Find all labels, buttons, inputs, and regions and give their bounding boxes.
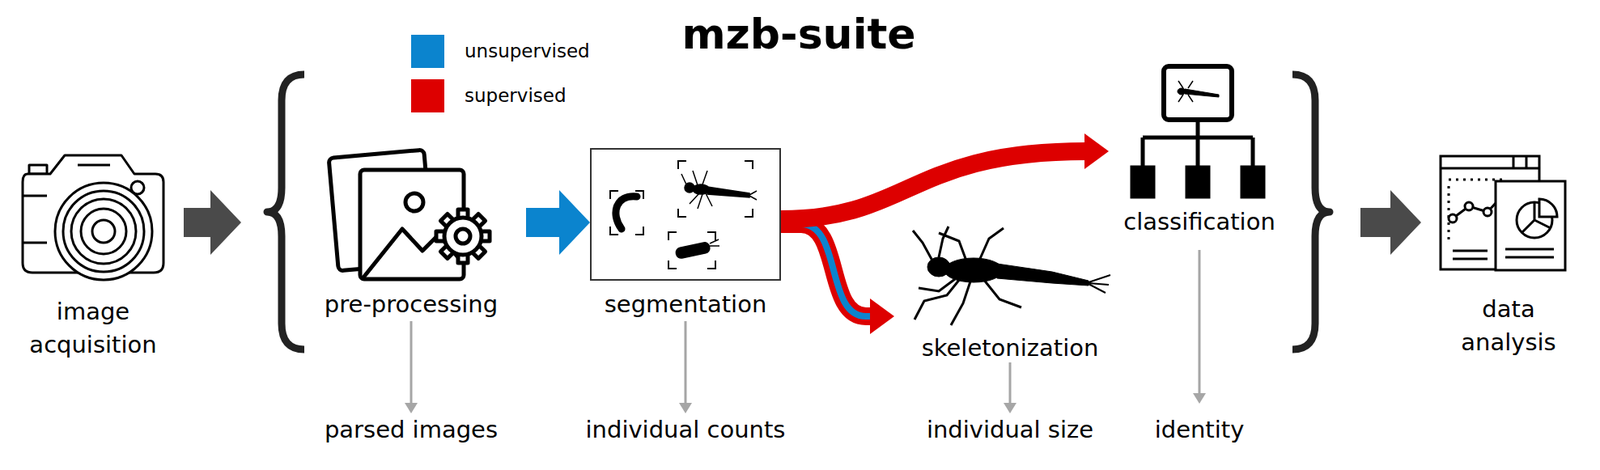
leader-line — [404, 403, 418, 414]
output-label: individual size — [872, 413, 1148, 447]
left-brace — [267, 74, 305, 350]
worm-silhouette — [615, 196, 637, 230]
classification-icon — [1178, 80, 1193, 102]
report-icon — [1464, 202, 1473, 211]
leader-line — [1192, 393, 1206, 404]
dragonfly-silhouette — [681, 170, 757, 209]
classification-icon — [1240, 165, 1265, 199]
arrow-head — [870, 298, 895, 335]
flow-arrow — [1360, 190, 1422, 255]
insect-silhouette — [912, 226, 1022, 326]
report-icon — [1452, 250, 1488, 259]
insect-silhouette — [997, 263, 1089, 286]
legend-text: unsupervised — [464, 38, 590, 64]
segmented-specimens — [610, 161, 757, 269]
preprocessing-icon — [455, 229, 471, 244]
larva-silhouette — [674, 241, 711, 259]
report-icon — [1483, 207, 1492, 217]
report-icon — [1440, 156, 1540, 169]
larva-silhouette — [709, 239, 720, 247]
dragonfly-silhouette — [692, 184, 709, 195]
node-label: pre-processing — [297, 288, 525, 322]
camera-icon — [80, 208, 127, 255]
insect-silhouette — [912, 226, 1111, 326]
camera-icon — [92, 220, 115, 243]
preprocessing-icon — [436, 209, 490, 264]
larva-silhouette — [674, 239, 720, 259]
classification-icon — [1142, 119, 1253, 166]
camera-icon — [77, 164, 111, 167]
camera-icon — [22, 155, 164, 281]
preprocessing-icon — [444, 217, 482, 255]
node-label: data analysis — [1439, 292, 1578, 360]
block-arrow — [1360, 190, 1422, 255]
preprocessing-icon — [405, 193, 424, 212]
legend-text: supervised — [464, 83, 567, 108]
node-label: image acquisition — [12, 295, 175, 362]
output-label: individual counts — [547, 413, 824, 447]
output-label: identity — [1061, 413, 1337, 447]
legend-swatch — [411, 34, 445, 68]
report-icon — [1448, 214, 1457, 223]
report-icon — [1440, 156, 1566, 271]
flow-curve — [780, 151, 1087, 220]
process-box: segmentation — [589, 148, 781, 281]
dragonfly-silhouette — [707, 186, 750, 198]
camera-icon — [63, 190, 145, 272]
flow-curve — [780, 224, 872, 317]
step-node: classification — [1108, 64, 1361, 239]
camera-icon — [22, 195, 47, 243]
dragonfly-silhouette — [681, 170, 757, 209]
flow-arrow — [780, 133, 1109, 220]
node-label: segmentation — [572, 288, 799, 322]
insect-silhouette — [1088, 275, 1111, 293]
step-node: pre-processing — [241, 145, 527, 324]
node-label: classification — [1086, 205, 1313, 239]
leader-line — [404, 250, 1206, 414]
step-node: skeletonization — [894, 214, 1126, 369]
camera-icon — [29, 165, 47, 175]
leader-line — [679, 403, 692, 414]
report-icon — [1495, 181, 1566, 271]
classification-icon — [1130, 165, 1155, 199]
bounding-brackets — [610, 161, 753, 269]
step-node: data analysis — [1421, 149, 1596, 361]
output-label: parsed images — [273, 413, 549, 447]
report-icon — [1505, 249, 1554, 258]
node-label: skeletonization — [896, 331, 1124, 365]
step-node: image acquisition — [12, 149, 184, 361]
leader-line — [411, 250, 1200, 405]
classification-icon — [1163, 66, 1232, 120]
diagram-title: mzb-suite — [596, 8, 1002, 60]
flow-curve — [780, 224, 872, 317]
flow-arrow — [526, 190, 590, 255]
preprocessing-icon — [328, 149, 490, 280]
classification-icon — [1184, 89, 1219, 98]
classification-icon — [1130, 66, 1265, 199]
leader-line — [1003, 403, 1017, 414]
flow-arrow — [780, 224, 895, 335]
report-icon — [1539, 199, 1558, 217]
classification-icon — [1185, 165, 1210, 199]
block-arrow — [183, 190, 242, 255]
arrow-head — [1084, 133, 1109, 170]
flow-arrow — [183, 190, 242, 255]
camera-icon — [71, 199, 136, 264]
camera-icon — [55, 182, 153, 281]
insect-silhouette — [944, 258, 1003, 283]
block-arrow — [526, 190, 590, 255]
right-brace — [1292, 74, 1330, 350]
legend-swatch — [411, 79, 445, 113]
